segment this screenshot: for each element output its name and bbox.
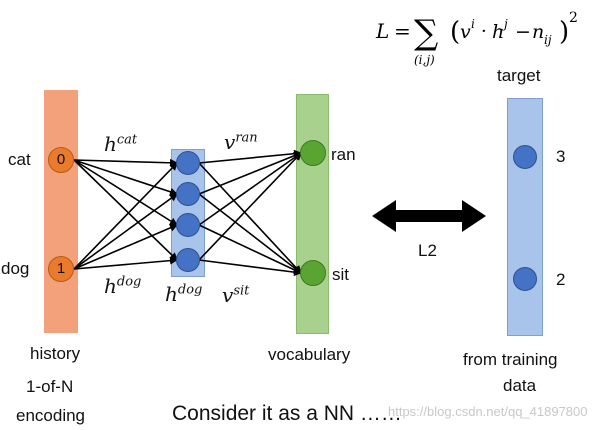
formula-v-sup: i	[471, 17, 475, 31]
output-node-ran	[300, 140, 326, 166]
hidden-label-h-dog: hdog	[165, 282, 203, 306]
caption-1-of-n: 1-of-N	[26, 377, 74, 396]
caption-history: history	[30, 344, 81, 363]
formula-rparen: )	[559, 17, 569, 47]
loss-formula-svg: L = ∑ (i,j) ( v i · h j − n ij ) 2	[375, 10, 578, 67]
output-label-sit: sit	[332, 265, 349, 284]
input-label-dog: dog	[1, 259, 30, 278]
hidden-node	[176, 151, 200, 175]
input-node-dog-value: 1	[56, 260, 66, 277]
formula-v: v	[460, 21, 471, 43]
hidden-node	[176, 213, 200, 237]
target-node-top	[513, 145, 537, 169]
hidden-output-edge	[198, 224, 302, 274]
target-value-bottom: 2	[556, 270, 566, 289]
input-hidden-edge	[73, 159, 178, 226]
l2-double-arrow	[372, 200, 486, 232]
formula-dot: ·	[481, 21, 487, 42]
input-hidden-edge	[73, 159, 178, 261]
caption-consider-nn: Consider it as a NN ……	[172, 402, 402, 425]
watermark-url: https://blog.csdn.net/qq_41897800	[388, 404, 588, 419]
formula-h: h	[492, 21, 504, 43]
output-label-ran: ran	[331, 145, 356, 164]
formula-power: 2	[569, 10, 578, 26]
formula-equals: =	[394, 19, 411, 43]
input-to-hidden-edges	[73, 158, 178, 270]
edge-label-h-cat: hcat	[104, 132, 138, 156]
caption-encoding: encoding	[16, 406, 86, 425]
input-node-dog: 1	[48, 256, 74, 282]
target-node-bottom	[513, 267, 537, 291]
hidden-to-output-edges	[198, 149, 302, 277]
loss-formula: L = ∑ (i,j) ( v i · h j − n ij ) 2	[370, 4, 600, 68]
input-hidden-edge	[73, 162, 178, 270]
vocabulary-output-bar	[296, 94, 329, 334]
target-bar	[507, 98, 543, 336]
target-title: target	[497, 66, 541, 85]
formula-minus: −	[515, 21, 531, 43]
formula-sum-symbol: ∑	[414, 13, 438, 53]
formula-lhs: L	[375, 19, 389, 43]
input-hidden-edge	[73, 224, 178, 270]
input-node-cat: 0	[48, 147, 74, 173]
edge-label-v-ran: vran	[224, 130, 258, 154]
formula-h-sup: j	[501, 17, 508, 31]
input-hidden-edge	[73, 256, 178, 270]
hidden-output-edge	[198, 152, 302, 261]
input-node-cat-value: 0	[56, 151, 66, 168]
hidden-node	[176, 182, 200, 206]
hidden-output-edge	[198, 259, 302, 277]
hidden-output-edge	[198, 162, 302, 274]
edge-label-v-sit: vsit	[222, 283, 250, 307]
target-value-top: 3	[556, 147, 566, 166]
hidden-output-edge	[198, 149, 302, 164]
output-node-sit	[300, 260, 326, 286]
hidden-node	[176, 248, 200, 272]
formula-n-sub: ij	[544, 33, 552, 47]
history-input-bar	[44, 90, 78, 333]
l2-label: L2	[418, 241, 437, 260]
caption-from-training: from training	[463, 350, 558, 369]
input-hidden-edge	[73, 193, 178, 270]
hidden-output-edge	[198, 151, 302, 195]
formula-sum-subscript: (i,j)	[414, 53, 435, 67]
formula-lparen: (	[450, 17, 460, 47]
input-hidden-edge	[73, 158, 178, 167]
edge-label-h-dog: hdog	[104, 274, 142, 298]
hidden-output-edge	[198, 152, 302, 226]
input-hidden-edge	[73, 159, 178, 196]
hidden-output-edge	[198, 193, 302, 274]
input-label-cat: cat	[8, 150, 31, 169]
formula-n: n	[532, 21, 544, 43]
caption-vocabulary: vocabulary	[268, 345, 351, 364]
caption-data: data	[503, 376, 537, 395]
